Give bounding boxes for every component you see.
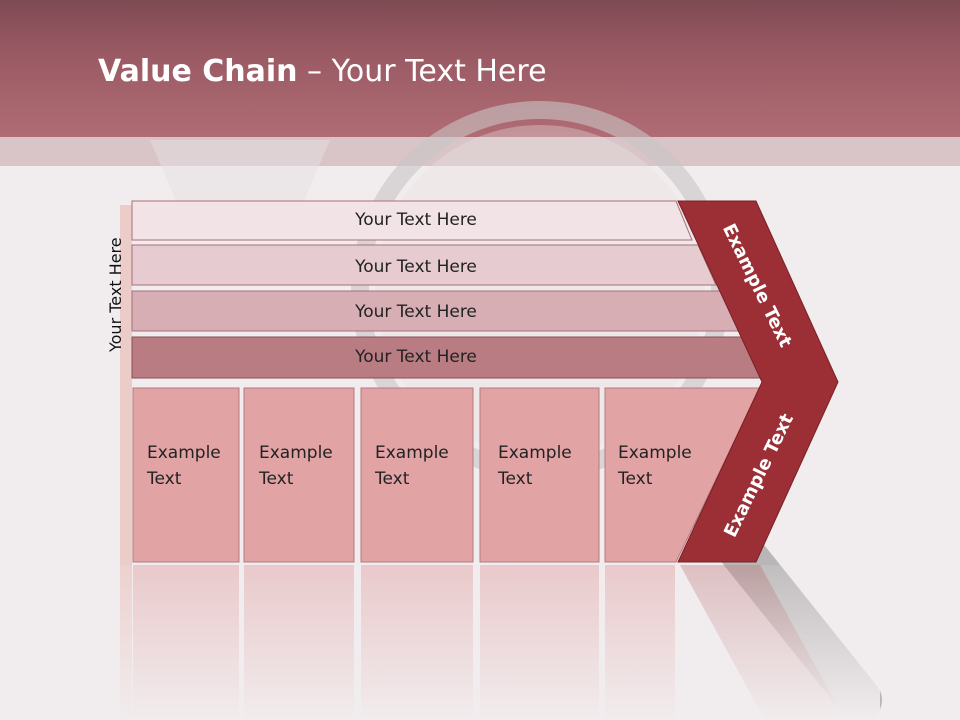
column-2-line1: Example <box>259 443 333 463</box>
column-5-line2: Text <box>617 469 653 489</box>
column-5-line1: Example <box>618 443 692 463</box>
column-4-line2: Text <box>497 469 533 489</box>
slide-title-rest: – Your Text Here <box>297 54 547 89</box>
row-4-label: Your Text Here <box>354 347 477 367</box>
row-3: Your Text Here <box>131 290 740 332</box>
column-4: Example Text <box>479 387 600 563</box>
row-2: Your Text Here <box>131 244 717 286</box>
row-4: Your Text Here <box>131 336 763 379</box>
row-1-label: Your Text Here <box>354 210 477 230</box>
reflection-fade <box>120 565 880 720</box>
slide-title-bold: Value Chain <box>98 54 298 89</box>
column-3-line1: Example <box>375 443 449 463</box>
column-1-line2: Text <box>146 469 182 489</box>
column-2: Example Text <box>243 387 355 563</box>
column-3: Example Text <box>360 387 474 563</box>
column-3-line2: Text <box>374 469 410 489</box>
column-4-line1: Example <box>498 443 572 463</box>
row-1: Your Text Here <box>131 200 693 241</box>
column-2-line2: Text <box>258 469 294 489</box>
row-3-label: Your Text Here <box>354 302 477 322</box>
slide-title: Value Chain – Your Text Here <box>98 54 547 89</box>
side-label: Your Text Here <box>106 237 125 353</box>
column-1-line1: Example <box>147 443 221 463</box>
row-2-label: Your Text Here <box>354 257 477 277</box>
column-5: Example Text <box>604 387 761 563</box>
column-1: Example Text <box>132 387 240 563</box>
